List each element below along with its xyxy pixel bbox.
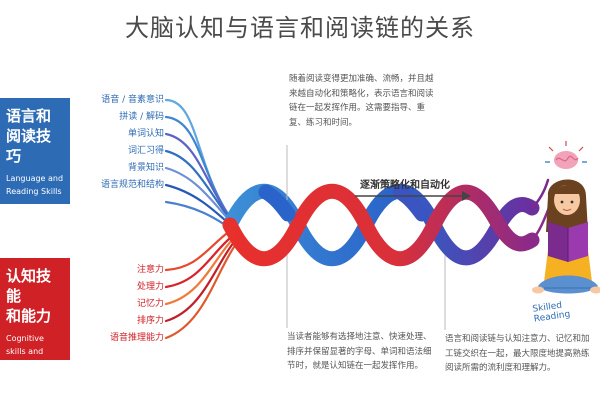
language-item: 拼读 / 解码 [119, 112, 164, 122]
language-item: 语音 / 音素意识 [101, 95, 164, 105]
cognitive-title-zh: 认知技能 和能力 [6, 267, 52, 325]
language-item: 背景知识 [127, 163, 164, 173]
language-item: 语言规范和结构 [100, 180, 164, 190]
cognitive-item: 语音推理能力 [109, 333, 164, 343]
helix [222, 183, 540, 267]
cognitive-item: 记忆力 [136, 299, 164, 309]
cognitive-item: 处理力 [136, 282, 164, 292]
language-item: 词汇习得 [127, 146, 164, 156]
cognitive-item: 排序力 [136, 316, 164, 326]
cognitive-item: 注意力 [136, 265, 164, 275]
cognitive-skills-list: 注意力 处理力 记忆力 排序力 语音推理能力 [72, 262, 164, 347]
language-skills-box: 语言和 阅读技巧 Language and Reading Skills [0, 98, 70, 204]
language-title-en: Language and Reading Skills [6, 174, 64, 196]
note-cognitive-strand: 当读者能够有选择地注意、快速处理、排序并保留显著的字母、单词和语法细节时，就是认… [287, 332, 432, 371]
language-skills-list: 语音 / 音素意识 拼读 / 解码 单词认知 词汇习得 背景知识 语言规范和结构 [72, 92, 164, 194]
language-item: 单词认知 [127, 129, 164, 139]
page-title: 大脑认知与语言和阅读链的关系 [125, 14, 475, 42]
progress-arrow [355, 191, 471, 201]
cognitive-title-en: Cognitive skills and Capacities [6, 334, 48, 369]
arrow-label: 逐渐策略化和自动化 [360, 180, 450, 191]
note-interwoven-strands: 语言和阅读链与认知注意力、记忆和加工链交织在一起，最大限度地提高熟练阅读所需的流… [445, 334, 590, 373]
language-title-zh: 语言和 阅读技巧 [6, 107, 52, 165]
reader-illustration [532, 141, 600, 294]
brain-icon [545, 141, 587, 169]
note-language-strand: 随着阅读变得更加准确、流畅，并且越来越自动化和策略化，表示语言和阅读链在一起发挥… [289, 74, 434, 128]
cognitive-strands [164, 232, 238, 340]
language-strands [164, 98, 240, 236]
cognitive-skills-box: 认知技能 和能力 Cognitive skills and Capacities [0, 258, 70, 369]
